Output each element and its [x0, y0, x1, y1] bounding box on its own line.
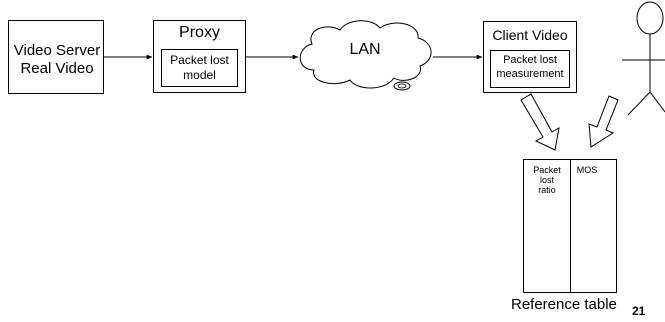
client-video-box: Client Video Packet lost measurement [483, 21, 577, 93]
lan-cloud-icon [299, 20, 432, 89]
client-video-title: Client Video [492, 27, 568, 43]
hollow-arrow-person-to-table [588, 95, 619, 148]
packet-lost-model-box: Packet lost model [161, 49, 238, 87]
lan-label: LAN [349, 41, 381, 58]
hollow-arrow-client-to-table [520, 93, 560, 151]
video-server-box: Video Server Real Video [8, 20, 104, 94]
packet-lost-measurement-line1: Packet lost [503, 54, 557, 66]
person-icon [622, 1, 665, 116]
video-server-label-line2: Real Video [20, 60, 94, 77]
packet-lost-model-line2: model [183, 68, 216, 82]
packet-lost-measurement-line2: measurement [496, 68, 564, 80]
lan-cloud-puff-inner-icon [397, 83, 407, 89]
packet-lost-ratio-header-line1: Packet [533, 165, 561, 175]
mos-header: MOS [576, 165, 598, 175]
packet-lost-ratio-header-line3: ratio [538, 185, 556, 195]
page-number: 21 [632, 304, 646, 318]
packet-lost-ratio-header-line2: lost [539, 175, 554, 185]
proxy-box: Proxy Packet lost model [153, 20, 246, 93]
reference-table-caption: Reference table [511, 296, 617, 313]
packet-lost-measurement-box: Packet lost measurement [490, 50, 570, 88]
packet-lost-model-line1: Packet lost [170, 53, 229, 67]
video-server-label-line1: Video Server [13, 42, 101, 59]
proxy-title: Proxy [179, 24, 220, 41]
reference-table: Packet lost ratio MOS [523, 159, 617, 293]
reference-table-divider [570, 160, 571, 292]
